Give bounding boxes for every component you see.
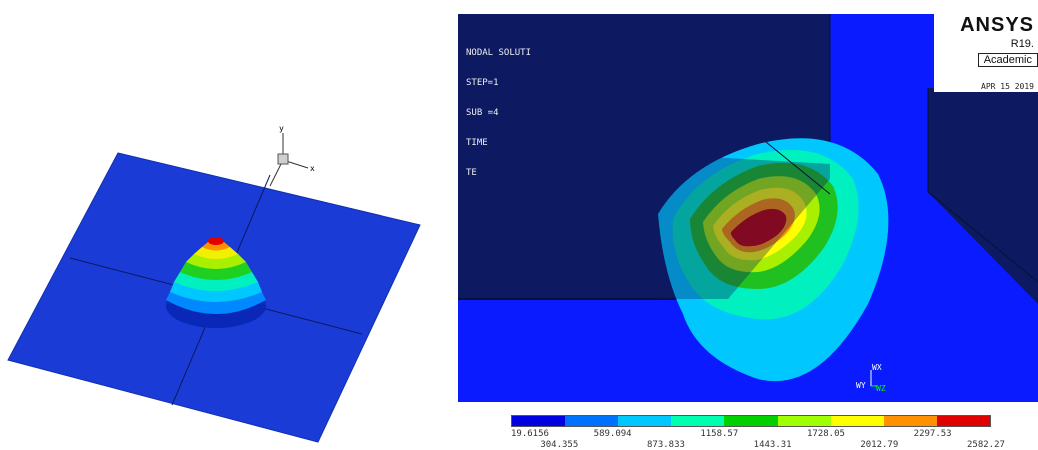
info-line: TIME — [466, 138, 488, 148]
ansys-triad: WX WY WZ — [856, 363, 886, 393]
colorbar-tick-label: 1728.05 — [807, 429, 845, 439]
colorbar-tick-label: 873.833 — [647, 440, 685, 450]
colorbar-tick-label: 2582.27 — [967, 440, 1005, 450]
colorbar-tick-label: 2012.79 — [860, 440, 899, 450]
nodal-solution-info: NODAL SOLUTI STEP=1 SUB =4 TIME TE — [466, 28, 531, 198]
colorbar-segment — [565, 416, 619, 426]
colorbar-segment — [512, 416, 566, 426]
info-line: STEP=1 — [466, 78, 499, 88]
ansys-viewport: WX WY WZ NODAL SOLUTI STEP=1 SUB =4 TIME… — [458, 14, 1038, 402]
colorbar-tick-label: 589.094 — [593, 429, 632, 439]
left-3d-viewport: y x — [7, 124, 421, 443]
ansys-revision: R19. — [1010, 38, 1034, 50]
temperature-peak — [166, 237, 266, 328]
colorbar-tick-label: 1158.57 — [700, 429, 739, 439]
colorbar-segment — [830, 416, 884, 426]
coordinate-triad: y x — [269, 124, 315, 187]
triad-label-wy: WY — [856, 381, 866, 390]
ansys-edition: Academic — [977, 53, 1038, 67]
ansys-logo: ANSYS R19. Academic APR 15 2019 — [934, 14, 1038, 92]
ansys-date: APR 15 2019 — [981, 82, 1034, 91]
colorbar-tick-label: 1443.31 — [753, 440, 792, 450]
info-line: SUB =4 — [466, 108, 499, 118]
ansys-wordmark: ANSYS — [960, 14, 1034, 36]
info-line: NODAL SOLUTI — [466, 48, 532, 58]
colorbar-segment — [883, 416, 937, 426]
contour-heat-spot — [658, 138, 889, 382]
colorbar-tick-label: 304.355 — [540, 440, 579, 450]
axis-label-y: y — [279, 124, 284, 133]
colorbar-segment — [671, 416, 725, 426]
colorbar-tick-label: 19.6156 — [511, 429, 549, 439]
info-line: TE — [466, 168, 477, 178]
colorbar-segment — [777, 416, 831, 426]
triad-label-wx: WX — [872, 363, 882, 372]
colorbar-segment — [724, 416, 778, 426]
colorbar-segment — [936, 416, 990, 426]
contour-colorbar — [511, 415, 991, 427]
colorbar-segment — [618, 416, 672, 426]
triad-label-wz: WZ — [876, 384, 886, 393]
axis-label-x: x — [310, 164, 315, 173]
colorbar-tick-label: 2297.53 — [913, 429, 952, 439]
